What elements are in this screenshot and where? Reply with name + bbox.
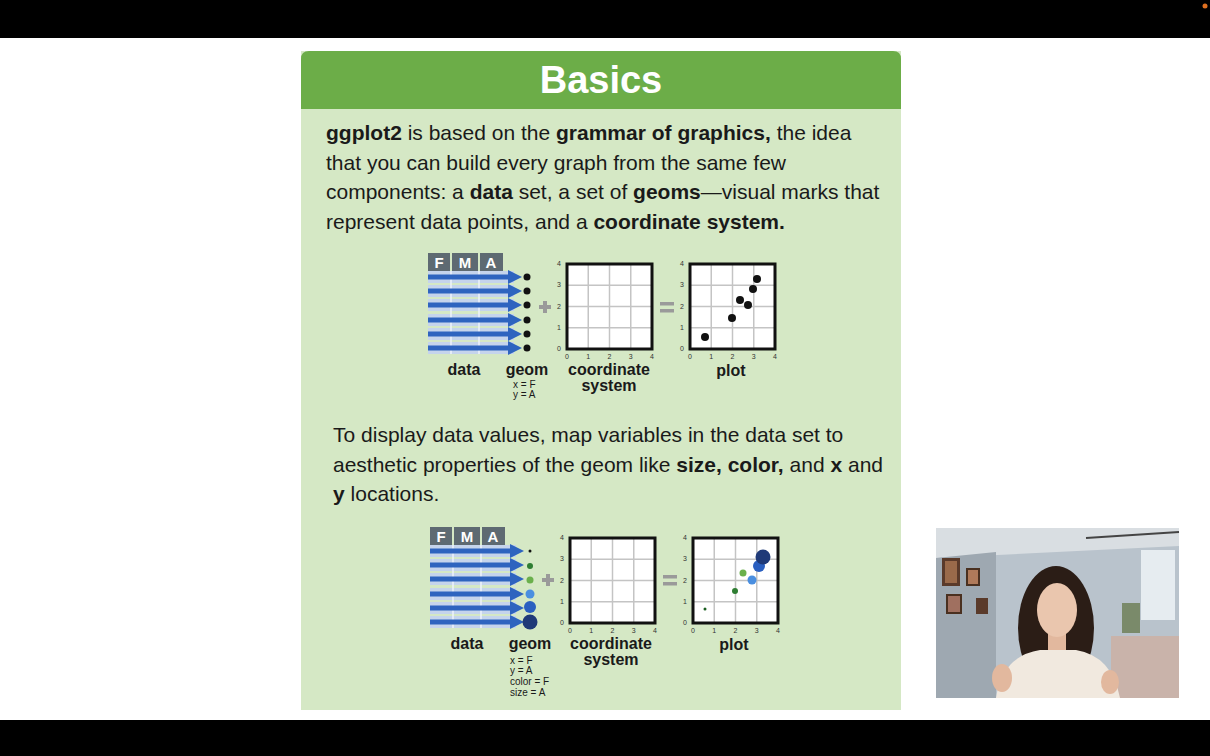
- axis-tick-label: 4: [653, 627, 657, 635]
- plus-sign: [542, 574, 554, 586]
- record-dot: [1203, 4, 1208, 9]
- axis-tick-label: 0: [557, 345, 561, 353]
- mapping-note: x = F: [510, 656, 533, 666]
- axis-tick-label: 2: [611, 627, 615, 635]
- plot-points: [701, 275, 761, 341]
- top-bar: [0, 0, 1210, 38]
- column-header: F: [434, 255, 443, 271]
- equals-sign: [663, 575, 677, 586]
- panel: [301, 51, 901, 710]
- axis-tick-label: 2: [683, 577, 687, 585]
- axis-tick-label: 4: [680, 260, 684, 268]
- data-table: [430, 527, 524, 629]
- axis-tick-label: 4: [650, 353, 654, 361]
- axis-tick-label: 2: [734, 627, 738, 635]
- component-caption: coordinate system: [554, 362, 664, 394]
- axis-tick-label: 2: [680, 303, 684, 311]
- axis-tick-label: 0: [691, 627, 695, 635]
- axis-tick-label: 3: [632, 627, 636, 635]
- axis-tick-label: 1: [589, 627, 593, 635]
- axis-tick-label: 2: [557, 303, 561, 311]
- plot-grid: [690, 264, 775, 349]
- column-header: A: [488, 529, 499, 545]
- axis-tick-label: 0: [568, 627, 572, 635]
- coordinate-grid: [567, 264, 652, 349]
- axis-tick-label: 4: [773, 353, 777, 361]
- geom-dots: [524, 274, 531, 352]
- plot-points: [704, 550, 771, 611]
- component-caption: geom: [506, 362, 549, 378]
- axis-tick-label: 3: [683, 555, 687, 563]
- axis-tick-label: 0: [560, 619, 564, 627]
- component-caption: plot: [719, 637, 748, 653]
- column-header: F: [436, 529, 445, 545]
- axis-tick-label: 4: [560, 534, 564, 542]
- component-caption: coordinate system: [556, 636, 666, 668]
- axis-tick-label: 2: [731, 353, 735, 361]
- panel-title: Basics: [301, 57, 901, 103]
- axis-tick-label: 3: [752, 353, 756, 361]
- title-band: [301, 51, 901, 109]
- geom-dots: [523, 550, 538, 630]
- axis-tick-label: 3: [629, 353, 633, 361]
- mapping-note: y = A: [510, 666, 533, 676]
- axis-tick-label: 0: [565, 353, 569, 361]
- axis-tick-label: 1: [680, 324, 684, 332]
- component-caption: plot: [716, 363, 745, 379]
- axis-tick-label: 1: [560, 598, 564, 606]
- axis-tick-label: 1: [586, 353, 590, 361]
- body-text: ggplot2 is based on the grammar of graph…: [326, 118, 888, 236]
- axis-tick-label: 3: [680, 281, 684, 289]
- axis-tick-label: 1: [712, 627, 716, 635]
- bottom-bar: [0, 720, 1210, 756]
- component-caption: geom: [509, 636, 552, 652]
- axis-tick-label: 3: [755, 627, 759, 635]
- mapping-note: y = A: [513, 390, 536, 400]
- axis-tick-label: 2: [560, 577, 564, 585]
- body-text: To display data values, map variables in…: [333, 420, 889, 509]
- axis-tick-label: 1: [709, 353, 713, 361]
- axis-tick-label: 0: [683, 619, 687, 627]
- axis-tick-label: 1: [683, 598, 687, 606]
- equals-sign: [660, 302, 674, 313]
- axis-tick-label: 4: [683, 534, 687, 542]
- mapping-note: x = F: [513, 380, 536, 390]
- axis-tick-label: 0: [680, 345, 684, 353]
- column-header: A: [486, 255, 497, 271]
- axis-tick-label: 2: [608, 353, 612, 361]
- column-header: M: [461, 529, 474, 545]
- plot-grid: [693, 538, 778, 623]
- coordinate-grid: [570, 538, 655, 623]
- axis-tick-label: 1: [557, 324, 561, 332]
- data-table: [428, 253, 522, 355]
- axis-tick-label: 4: [557, 260, 561, 268]
- component-caption: data: [448, 362, 481, 378]
- mapping-note: color = F: [510, 677, 549, 687]
- plus-sign: [539, 301, 551, 313]
- mapping-note: size = A: [510, 688, 545, 698]
- axis-tick-label: 0: [688, 353, 692, 361]
- axis-tick-label: 3: [557, 281, 561, 289]
- column-header: M: [459, 255, 472, 271]
- webcam-image: [936, 528, 1179, 698]
- axis-tick-label: 3: [560, 555, 564, 563]
- component-caption: data: [451, 636, 484, 652]
- axis-tick-label: 4: [776, 627, 780, 635]
